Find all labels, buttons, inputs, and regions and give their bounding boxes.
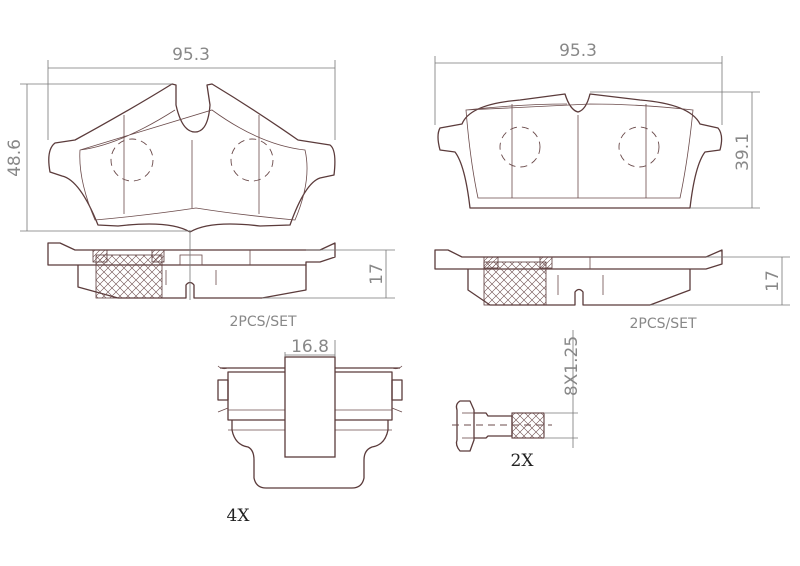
clip-quantity: 4X: [227, 506, 251, 526]
right-pad-set-note: 2PCS/SET: [629, 316, 696, 332]
right-pad-thickness-dim: 17: [763, 270, 783, 292]
left-pad-thickness-dim: 17: [367, 263, 387, 285]
left-pad-dimensions: 95.3 48.6: [5, 45, 336, 232]
left-pad-height-dim: 48.6: [5, 139, 25, 177]
abutment-clip: 16.8 4X: [217, 337, 403, 526]
right-pad-dimensions: 95.3 39.1: [434, 41, 760, 209]
guide-bolt: 8X1.25 2X: [452, 330, 582, 471]
left-pad-width-dim: 95.3: [172, 45, 210, 65]
clip-width-dim: 16.8: [291, 337, 329, 357]
bolt-quantity: 2X: [511, 451, 535, 471]
right-pad-front-view: [437, 93, 723, 209]
right-pad-width-dim: 95.3: [559, 41, 597, 61]
left-pad-set-note: 2PCS/SET: [229, 314, 296, 330]
bolt-thread-dim: 8X1.25: [562, 336, 582, 396]
right-pad-side-view: 17 2PCS/SET: [434, 249, 790, 332]
left-pad-front-view: [48, 83, 336, 233]
right-pad-height-dim: 39.1: [733, 133, 753, 171]
left-pad-side-view: 17 2PCS/SET: [47, 230, 395, 330]
